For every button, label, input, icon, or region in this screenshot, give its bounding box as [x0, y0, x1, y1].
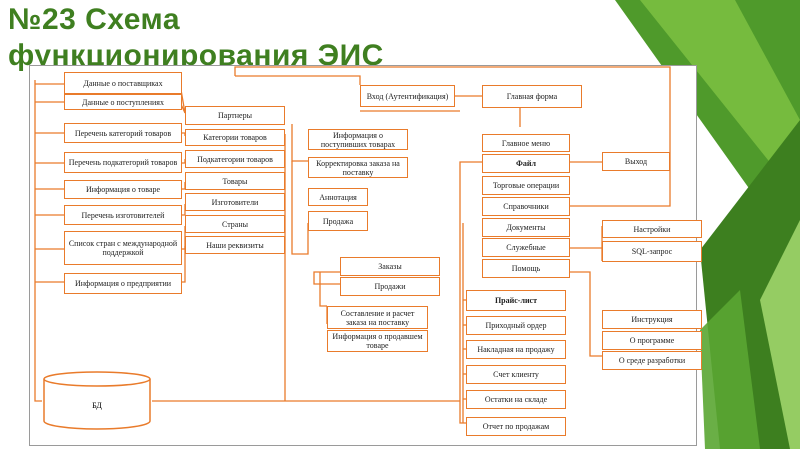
exit-box: Выход — [602, 152, 670, 171]
service-box: Настройки — [602, 220, 702, 238]
source-box: Перечень подкатегорий товаров — [64, 152, 182, 173]
menu-item: Справочники — [482, 197, 570, 216]
document-box: Остатки на складе — [466, 390, 566, 409]
source-box: Данные о поступлениях — [64, 94, 182, 110]
source-box: Данные о поставщиках — [64, 72, 182, 94]
report-box: Составление и расчет заказа на поставку — [327, 306, 428, 329]
catalog-box: Товары — [185, 172, 285, 190]
catalog-box: Категории товаров — [185, 129, 285, 146]
catalog-box: Наши реквизиты — [185, 236, 285, 254]
document-box: Накладная на продажу — [466, 340, 566, 359]
database-cylinder: БД — [42, 371, 152, 431]
catalog-box: Страны — [185, 215, 285, 233]
catalog-box: Подкатегории товаров — [185, 150, 285, 168]
document-box: Отчет по продажам — [466, 417, 566, 436]
menu-item: Файл — [482, 154, 570, 173]
database-label: БД — [92, 401, 102, 410]
main-menu-title: Главное меню — [482, 134, 570, 152]
document-box: Счет клиенту — [466, 365, 566, 384]
orders-box: Заказы — [340, 257, 440, 276]
report-box: Информация о продавшем товаре — [327, 330, 428, 352]
document-box: Прайс-лист — [466, 290, 566, 311]
catalog-box: Изготовители — [185, 193, 285, 211]
middle-box: Аннотация — [308, 188, 368, 206]
document-box: Приходный ордер — [466, 316, 566, 335]
middle-box: Информация о поступивших товарах — [308, 129, 408, 150]
source-box: Информация о предприятии — [64, 273, 182, 294]
menu-item: Торговые операции — [482, 176, 570, 195]
help-box: Инструкция — [602, 310, 702, 329]
orders-box: Продажи — [340, 277, 440, 296]
source-box: Перечень категорий товаров — [64, 123, 182, 143]
database-icon — [43, 371, 151, 430]
source-box: Информация о товаре — [64, 180, 182, 199]
middle-box: Продажа — [308, 211, 368, 231]
menu-item: Документы — [482, 218, 570, 237]
slide-title-line1: №23 Схема — [8, 3, 181, 36]
help-box: О программе — [602, 331, 702, 350]
source-box: Перечень изготовителей — [64, 205, 182, 225]
help-box: О среде разработки — [602, 351, 702, 370]
middle-box: Корректировка заказа на поставку — [308, 157, 408, 178]
menu-item: Служебные — [482, 238, 570, 257]
catalog-box: Партнеры — [185, 106, 285, 125]
service-box: SQL-запрос — [602, 241, 702, 262]
diagram-panel: Данные о поставщиках Данные о поступлени… — [29, 65, 702, 446]
main-form-box: Главная форма — [482, 85, 582, 108]
menu-item: Помощь — [482, 259, 570, 278]
source-box: Список стран с международной поддержкой — [64, 231, 182, 265]
slide-title: №23 Схема функционирования ЭИС — [8, 2, 384, 74]
login-box: Вход (Аутентификация) — [360, 85, 455, 107]
